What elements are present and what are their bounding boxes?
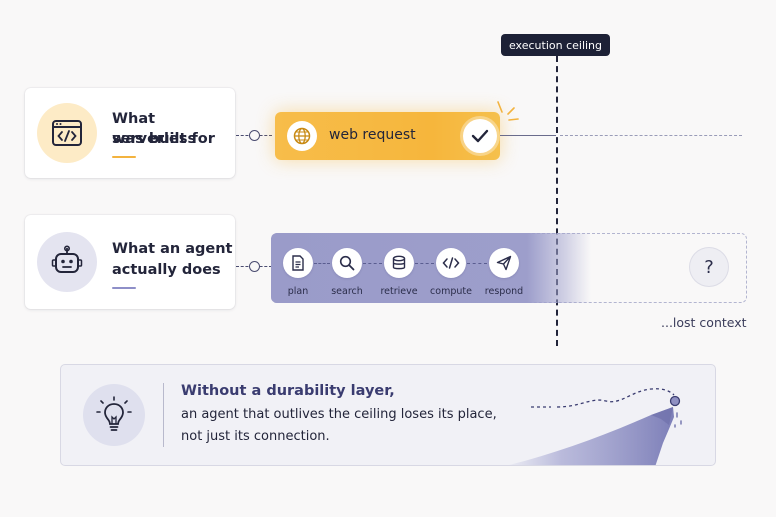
row1-solid-line bbox=[500, 135, 556, 136]
step-label-compute: compute bbox=[430, 286, 472, 297]
check-icon bbox=[463, 119, 497, 153]
cliff-illustration bbox=[509, 388, 682, 465]
row2-connector-node bbox=[249, 261, 260, 272]
agent-title-line1: What an agent bbox=[112, 241, 233, 257]
browser-code-icon bbox=[37, 103, 97, 163]
row1-connector-node bbox=[249, 130, 260, 141]
step-label-retrieve: retrieve bbox=[380, 286, 418, 297]
step-label-respond: respond bbox=[484, 286, 524, 297]
globe-icon bbox=[287, 121, 317, 151]
serverless-title-line1: What serverless bbox=[112, 111, 197, 147]
execution-ceiling-label: execution ceiling bbox=[508, 38, 603, 52]
callout-divider bbox=[163, 383, 164, 447]
serverless-underline bbox=[112, 156, 136, 158]
callout-line2: not just its connection. bbox=[181, 429, 330, 444]
step-plan-icon bbox=[283, 248, 313, 278]
step-arrow-2 bbox=[363, 263, 382, 264]
agent-title-line2: actually does bbox=[112, 262, 221, 278]
execution-ceiling-line bbox=[556, 56, 558, 346]
question-icon: ? bbox=[690, 248, 728, 286]
lost-context-label: ...lost context bbox=[661, 315, 747, 330]
serverless-title-line2: was built for bbox=[112, 131, 215, 147]
step-arrow-3 bbox=[415, 263, 434, 264]
step-retrieve-icon bbox=[384, 248, 414, 278]
step-arrow-1 bbox=[314, 263, 330, 264]
web-request-label: web request bbox=[329, 127, 416, 143]
step-label-search: search bbox=[331, 286, 363, 297]
agent-pipeline-fill bbox=[271, 233, 591, 303]
serverless-card: What serverless was built for bbox=[25, 88, 235, 178]
callout-heading: Without a durability layer, bbox=[181, 383, 395, 399]
row1-dashed-line bbox=[560, 135, 742, 136]
agent-underline bbox=[112, 287, 136, 289]
step-arrow-4 bbox=[467, 263, 487, 264]
execution-ceiling-badge: execution ceiling bbox=[501, 34, 610, 56]
step-respond-icon bbox=[489, 248, 519, 278]
step-search-icon bbox=[332, 248, 362, 278]
callout-line1: an agent that outlives the ceiling loses… bbox=[181, 407, 497, 422]
sparkle-icon bbox=[497, 101, 519, 121]
step-label-plan: plan bbox=[287, 286, 309, 297]
durability-callout: Without a durability layer, an agent tha… bbox=[60, 364, 716, 466]
agent-card: What an agent actually does bbox=[25, 215, 235, 309]
step-compute-icon bbox=[436, 248, 466, 278]
lightbulb-icon bbox=[83, 384, 145, 446]
web-request-pill: web request bbox=[275, 112, 500, 160]
robot-icon bbox=[37, 232, 97, 292]
